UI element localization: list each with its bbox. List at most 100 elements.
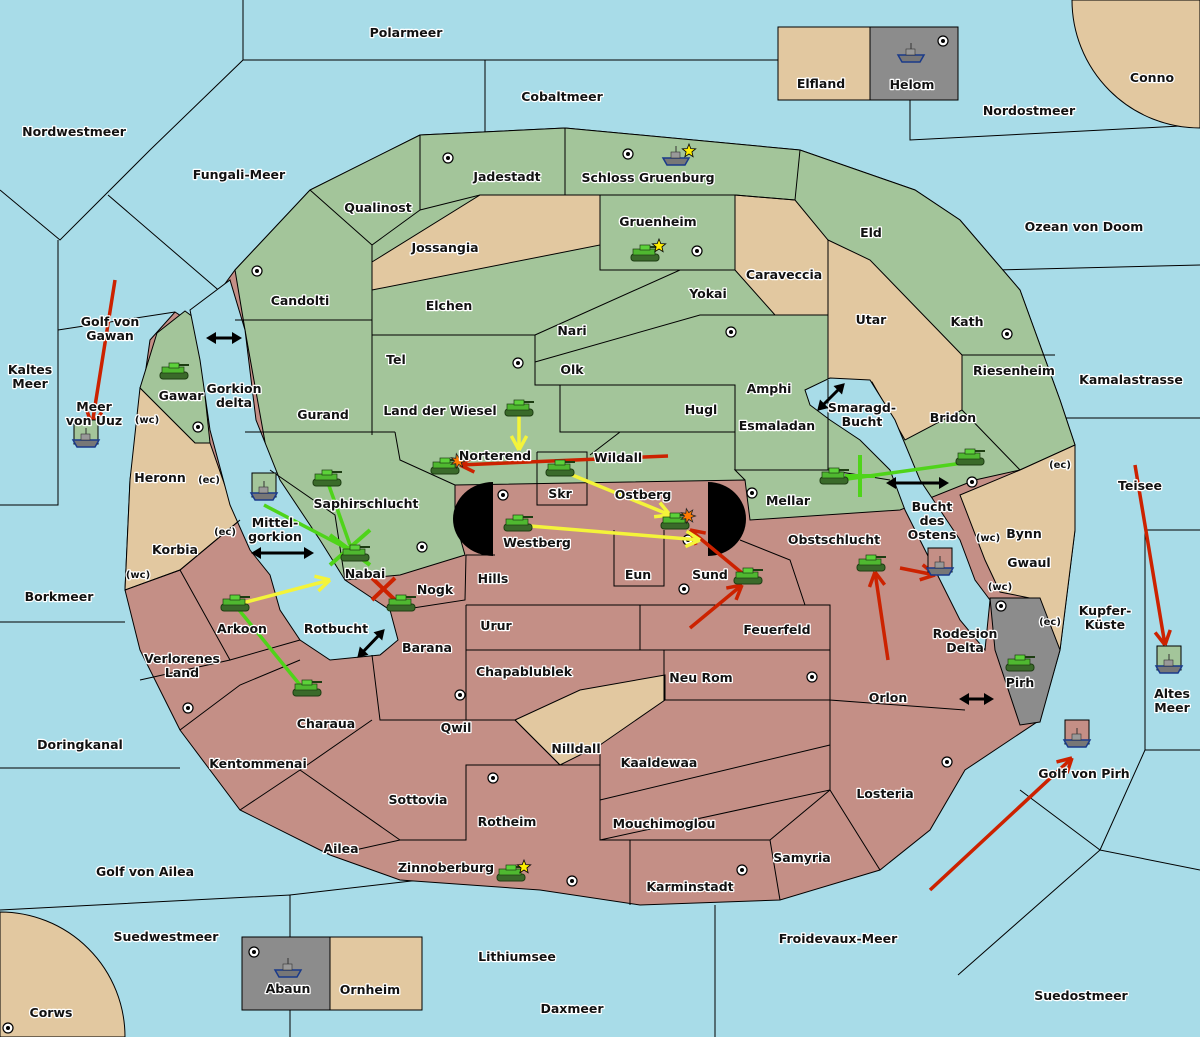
tank-icon[interactable] (159, 362, 189, 380)
double-arrow-icon (206, 332, 242, 344)
label-line: Riesenheim (973, 363, 1055, 378)
label-line: Golf von (81, 314, 140, 329)
label-charaua: Charaua (297, 716, 355, 731)
tank-icon[interactable] (504, 399, 534, 417)
tank-icon[interactable] (856, 554, 886, 572)
label-nabai: Nabai (345, 566, 386, 581)
tank-icon[interactable] (1005, 654, 1035, 672)
label-kath: Kath (951, 314, 984, 329)
tank-icon[interactable] (819, 467, 849, 485)
label-karminstadt: Karminstadt (646, 879, 733, 894)
label-line: Golf von Pirh (1038, 766, 1129, 781)
label-amphi: Amphi (747, 381, 792, 396)
label-line: Ostberg (615, 487, 672, 502)
tank-icon[interactable] (386, 594, 416, 612)
battleship-icon[interactable] (925, 547, 955, 576)
support-order-line (263, 503, 351, 552)
label-ornheim: Ornheim (340, 982, 400, 997)
label-golf-von-ailea: Golf von Ailea (96, 864, 194, 879)
land (124, 127, 1076, 906)
label-line: Lithiumsee (478, 949, 556, 964)
label-jadestadt: Jadestadt (472, 169, 540, 184)
sea-gorkion-channel[interactable] (189, 279, 399, 661)
tank-icon[interactable] (430, 457, 460, 475)
label-losteria: Losteria (856, 786, 913, 801)
territory-corws[interactable] (0, 911, 126, 1037)
label-arkoon: Arkoon (217, 621, 267, 636)
label-line: Nari (557, 323, 586, 338)
label-line: Bridon (930, 410, 976, 425)
label-line: Arkoon (217, 621, 267, 636)
label-ec: (ec) (1039, 617, 1061, 628)
tank-icon[interactable] (660, 512, 690, 530)
label-froidevaux-meer: Froidevaux-Meer (779, 931, 898, 946)
label-line: Kentommenai (209, 756, 307, 771)
label-line: Corws (30, 1005, 73, 1020)
label-bynn: Bynn (1006, 526, 1041, 541)
battleship-icon[interactable] (71, 419, 101, 448)
label-sund: Sund (692, 567, 728, 582)
tank-icon[interactable] (220, 594, 250, 612)
supply-center-icon (678, 583, 690, 595)
battleship-icon[interactable] (661, 146, 691, 166)
battleship-icon[interactable] (896, 43, 926, 63)
supply-center-icon (566, 875, 578, 887)
territory-elfland[interactable] (777, 26, 871, 101)
label-line: (ec) (1039, 617, 1061, 628)
supply-center-icon (487, 772, 499, 784)
tank-icon[interactable] (503, 514, 533, 532)
tank-icon[interactable] (630, 244, 660, 262)
supply-center-icon (182, 702, 194, 714)
battleship-icon[interactable] (273, 958, 303, 978)
label-line: Candolti (271, 293, 330, 308)
label-line: gorkion (248, 529, 302, 544)
label-caraveccia: Caraveccia (746, 267, 822, 282)
sea-smaragd-bucht[interactable] (804, 377, 991, 652)
impassable-east (708, 482, 746, 556)
label-line: Kupfer- (1079, 603, 1132, 618)
tank-icon[interactable] (545, 459, 575, 477)
label-line: Jadestadt (472, 169, 540, 184)
label-mellar: Mellar (766, 493, 811, 508)
label-line: Mellar (766, 493, 811, 508)
label-suedwestmeer: Suedwestmeer (114, 929, 220, 944)
label-elchen: Elchen (426, 298, 473, 313)
tank-icon[interactable] (312, 469, 342, 487)
label-abaun: Abaun (266, 981, 311, 996)
territory-conno[interactable] (1071, 0, 1200, 129)
label-line: Nordostmeer (983, 103, 1076, 118)
label-line: Suedostmeer (1034, 988, 1128, 1003)
supply-center-icon (736, 864, 748, 876)
label-line: (ec) (214, 527, 236, 538)
label-nordwestmeer: Nordwestmeer (22, 124, 127, 139)
label-line: Smaragd- (828, 400, 896, 415)
label-eld: Eld (860, 225, 882, 240)
label-line: Bucht (912, 499, 953, 514)
label-kentommenai: Kentommenai (209, 756, 307, 771)
label-line: Rodesion (933, 626, 998, 641)
label-line: Heronn (134, 470, 186, 485)
label-nilldall: Nilldall (551, 741, 600, 756)
label-line: Froidevaux-Meer (779, 931, 898, 946)
label-line: Nilldall (551, 741, 600, 756)
label-line: Küste (1085, 617, 1125, 632)
label-kaaldewaa: Kaaldewaa (621, 755, 698, 770)
battleship-icon[interactable] (249, 472, 279, 501)
label-line: Skr (548, 486, 572, 501)
tank-icon[interactable] (955, 448, 985, 466)
battleship-icon[interactable] (1154, 645, 1184, 674)
double-arrow-icon (251, 547, 314, 559)
tank-icon[interactable] (340, 544, 370, 562)
label-line: Westberg (503, 535, 571, 550)
label-smaragd-bucht: Smaragd-Bucht (828, 400, 896, 429)
label-line: Ozean von Doom (1025, 219, 1144, 234)
battleship-icon[interactable] (1062, 719, 1092, 748)
label-line: des (920, 513, 945, 528)
tank-icon[interactable] (733, 567, 763, 585)
tank-icon[interactable] (292, 679, 322, 697)
territory-ornheim[interactable] (329, 936, 423, 1011)
label-line: (wc) (976, 533, 1000, 544)
label-line: (wc) (988, 582, 1012, 593)
